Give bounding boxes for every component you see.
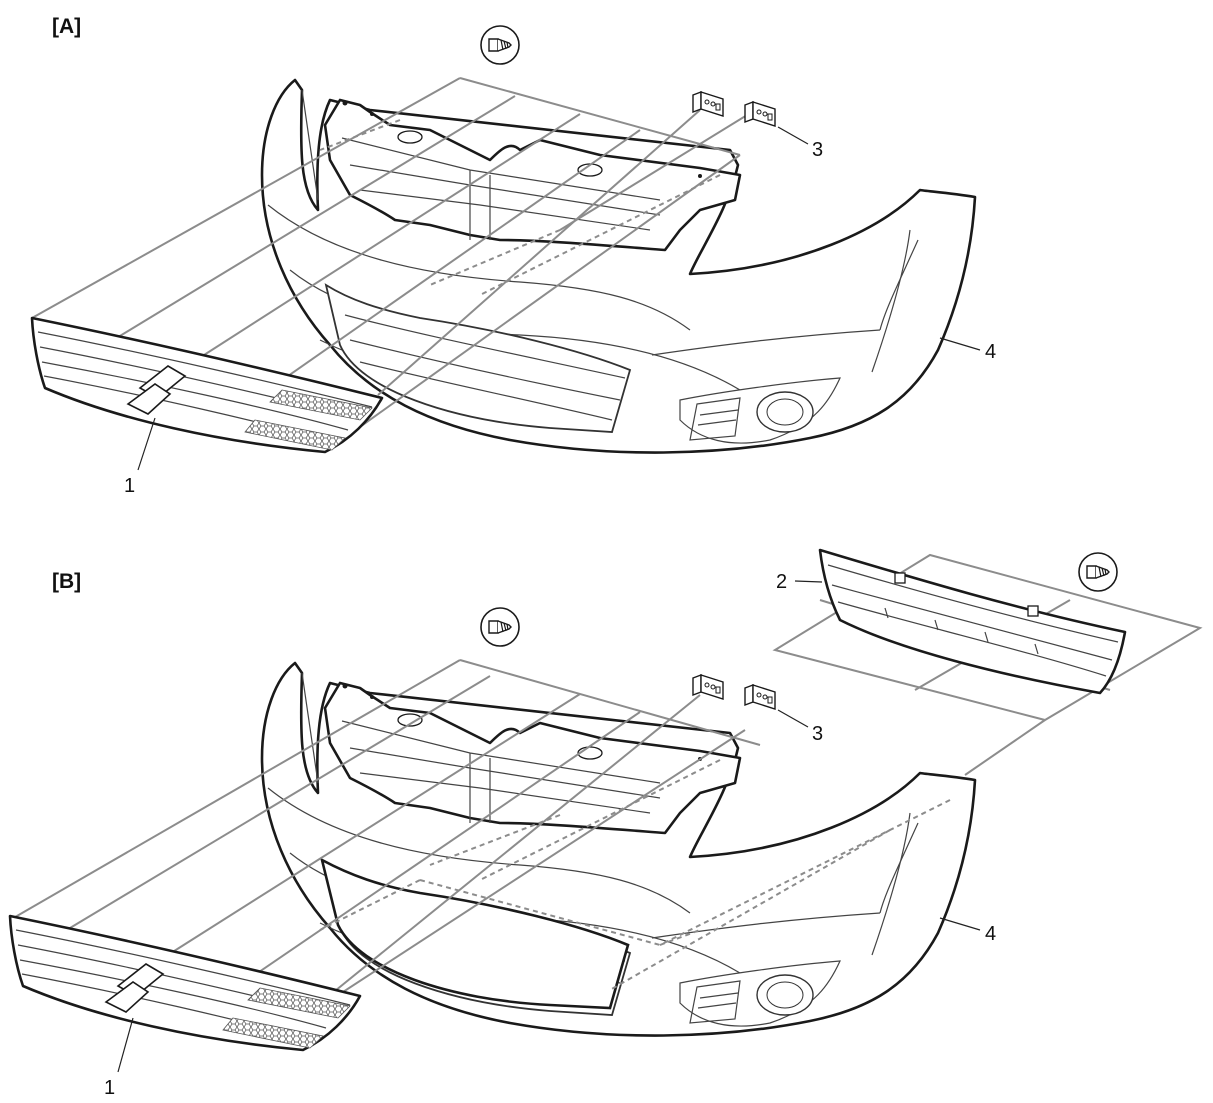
section-label-b: [B] bbox=[52, 570, 81, 593]
clip-icon bbox=[480, 25, 520, 65]
callout-4-a: 4 bbox=[985, 341, 996, 363]
upper-grille-b bbox=[8, 914, 362, 1052]
clip-icon-b2 bbox=[1078, 552, 1118, 592]
callouts-a: 3 4 1 bbox=[124, 126, 996, 497]
bracket-b-1 bbox=[692, 674, 724, 700]
section-label-a: [A] bbox=[52, 15, 81, 38]
leader-lines-a bbox=[31, 77, 753, 453]
clip-icon-b1 bbox=[480, 607, 520, 647]
callout-1-a: 1 bbox=[124, 475, 135, 497]
callouts-b: 3 4 2 1 bbox=[104, 571, 996, 1099]
callout-2-b: 2 bbox=[776, 571, 787, 593]
bracket-b-2 bbox=[744, 684, 776, 710]
callout-1-b: 1 bbox=[104, 1077, 115, 1099]
callout-4-b: 4 bbox=[985, 923, 996, 945]
callout-3-a: 3 bbox=[812, 139, 823, 161]
bracket-a-2 bbox=[744, 101, 776, 127]
callout-3-b: 3 bbox=[812, 723, 823, 745]
